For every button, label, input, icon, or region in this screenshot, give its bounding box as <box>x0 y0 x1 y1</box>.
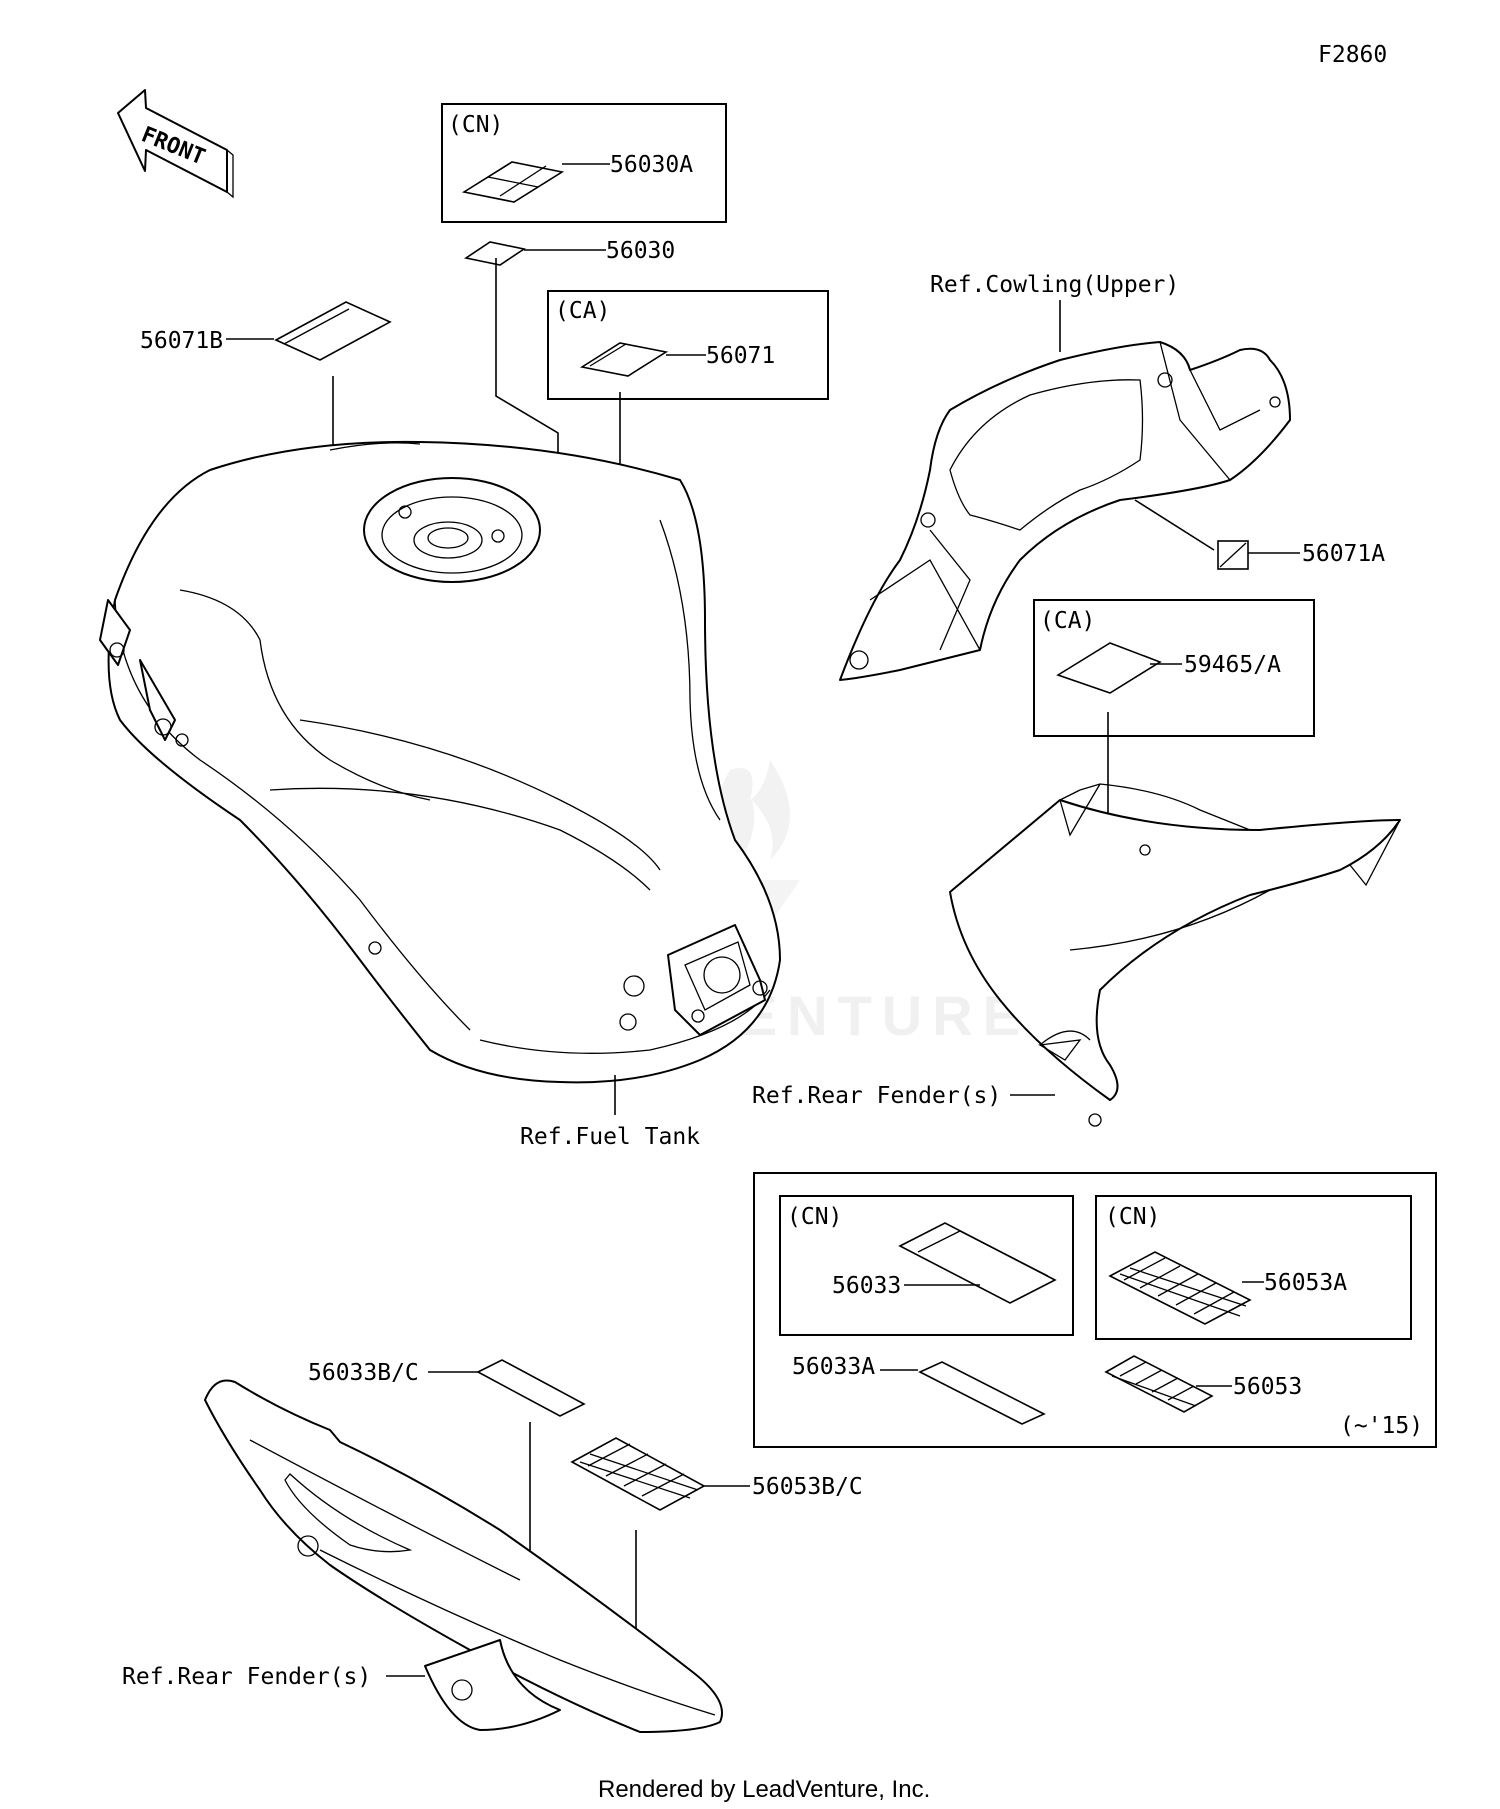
callout-56030A: 56030A <box>610 152 693 178</box>
cowling-upper <box>839 341 1291 681</box>
decal-56053A <box>1108 1251 1252 1325</box>
callout-56030: 56030 <box>606 238 675 264</box>
callout-56033: 56033 <box>832 1273 901 1299</box>
cn-box-56053A <box>1095 1195 1412 1340</box>
chain-guard <box>204 1379 723 1733</box>
footer-credit: Rendered by LeadVenture, Inc. <box>598 1776 930 1803</box>
diagram-code: F2860 <box>1318 42 1387 68</box>
decal-56033A <box>918 1361 1046 1425</box>
decal-56033BC <box>476 1359 586 1417</box>
decal-59465A <box>1056 642 1162 694</box>
region-tag-cn: (CN) <box>448 112 503 138</box>
front-arrow-icon: FRONT <box>117 89 234 199</box>
year-range-tag: (~'15) <box>1340 1413 1423 1439</box>
ca-box-59465A <box>1033 599 1315 737</box>
ref-cowling-upper: Ref.Cowling(Upper) <box>930 272 1179 298</box>
region-tag-cn-56053A: (CN) <box>1105 1204 1160 1230</box>
callout-56033BC: 56033B/C <box>308 1360 419 1386</box>
decal-56030A <box>461 161 565 203</box>
cn-box-56030A <box>441 103 727 223</box>
region-tag-ca-59465: (CA) <box>1040 608 1095 634</box>
callout-56071A: 56071A <box>1302 541 1385 567</box>
decal-56071 <box>579 342 669 377</box>
rear-fender-right <box>949 783 1401 1127</box>
decal-56071B <box>274 301 392 361</box>
options-box <box>753 1172 1437 1448</box>
decal-56053 <box>1104 1355 1214 1413</box>
decal-56071A <box>1217 540 1249 570</box>
ref-rear-fender-left: Ref.Rear Fender(s) <box>122 1664 371 1690</box>
callout-56053A: 56053A <box>1264 1270 1347 1296</box>
callout-56033A: 56033A <box>792 1354 875 1380</box>
ca-box-56071 <box>547 290 829 400</box>
ref-fuel-tank: Ref.Fuel Tank <box>520 1124 700 1150</box>
cn-box-56033 <box>779 1195 1074 1336</box>
fuel-tank <box>99 440 781 1084</box>
callout-56071B: 56071B <box>140 328 223 354</box>
decal-56030 <box>463 241 527 266</box>
decal-56033 <box>898 1222 1057 1304</box>
ref-rear-fender-right: Ref.Rear Fender(s) <box>752 1083 1001 1109</box>
callout-56071: 56071 <box>706 343 775 369</box>
callout-56053BC: 56053B/C <box>752 1474 863 1500</box>
region-tag-ca: (CA) <box>555 298 610 324</box>
callout-56053: 56053 <box>1233 1374 1302 1400</box>
region-tag-cn-56033: (CN) <box>787 1204 842 1230</box>
decal-56053BC <box>570 1437 706 1511</box>
callout-59465A: 59465/A <box>1184 652 1281 678</box>
